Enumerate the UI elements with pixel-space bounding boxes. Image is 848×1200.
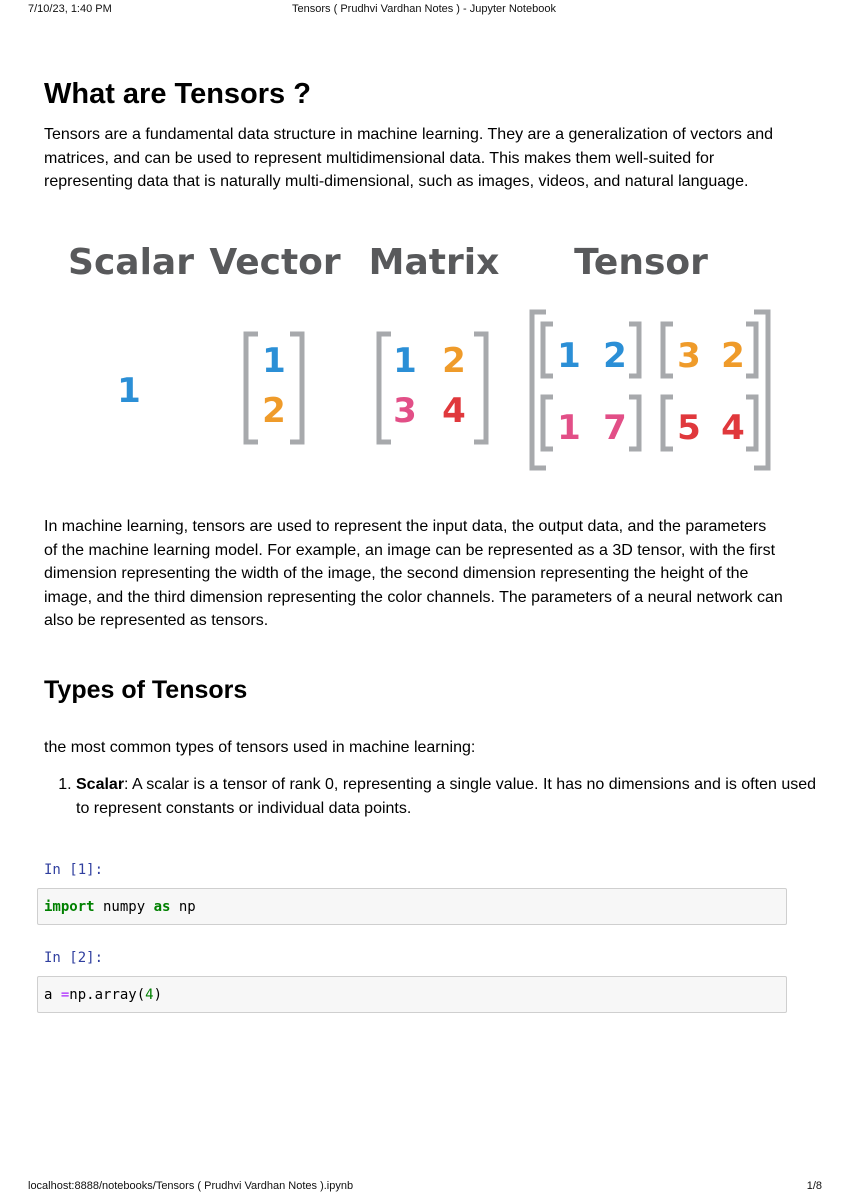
code-token: 4 (145, 987, 154, 1003)
tensor-inner-right-bracket (629, 321, 642, 379)
list-item-scalar: Scalar: A scalar is a tensor of rank 0, … (76, 773, 816, 820)
tensor-inner-left-bracket (540, 321, 553, 379)
code-token: np.array( (69, 987, 146, 1003)
types-intro: the most common types of tensors used in… (44, 739, 476, 756)
scalar-value: 1 (117, 371, 141, 411)
cell-1-prompt: In [1]: (44, 862, 104, 878)
code-token: np (170, 899, 196, 915)
tensor-value: 1 (557, 408, 581, 448)
tensor-outer-left-bracket (529, 309, 546, 471)
code-token: a (44, 987, 61, 1003)
tensor-value: 4 (721, 408, 745, 448)
cell-1-code[interactable]: import numpy as np (44, 898, 196, 916)
code-token: as (153, 899, 171, 915)
code-token: import (44, 899, 95, 915)
tensor-value: 3 (677, 336, 701, 376)
types-list: Scalar: A scalar is a tensor of rank 0, … (44, 773, 816, 820)
print-page-number: 1/8 (806, 1180, 822, 1192)
matrix-right-bracket (474, 331, 489, 445)
code-cell-1[interactable]: import numpy as np (37, 888, 787, 925)
code-cell-2[interactable]: a =np.array(4) (37, 976, 787, 1013)
print-datetime: 7/10/23, 1:40 PM (28, 3, 112, 15)
heading-types-of-tensors: Types of Tensors (44, 676, 248, 704)
intro-paragraph: Tensors are a fundamental data structure… (44, 126, 774, 190)
vector-right-bracket (290, 331, 305, 445)
code-token: ) (153, 987, 163, 1003)
heading-what-are-tensors: What are Tensors ? (44, 78, 311, 110)
tensor-inner-right-bracket (746, 394, 759, 452)
tensor-inner-left-bracket (660, 321, 673, 379)
vector-value: 1 (262, 341, 286, 381)
ml-paragraph: In machine learning, tensors are used to… (44, 518, 783, 629)
cell-2-prompt: In [2]: (44, 950, 104, 966)
tensor-inner-right-bracket (629, 394, 642, 452)
tensor-inner-left-bracket (540, 394, 553, 452)
print-footer: localhost:8888/notebooks/Tensors ( Prudh… (0, 1180, 848, 1194)
matrix-value: 1 (393, 341, 417, 381)
matrix-left-bracket (376, 331, 391, 445)
matrix-value: 4 (442, 391, 466, 431)
tensor-value: 1 (557, 336, 581, 376)
label-tensor: Tensor (574, 242, 708, 283)
label-matrix: Matrix (369, 242, 500, 283)
tensor-value: 5 (677, 408, 701, 448)
list-term: Scalar (76, 776, 125, 793)
cell-2-code[interactable]: a =np.array(4) (44, 986, 162, 1004)
matrix-value: 3 (393, 391, 417, 431)
print-url: localhost:8888/notebooks/Tensors ( Prudh… (28, 1180, 354, 1192)
tensor-value: 2 (603, 336, 627, 376)
list-description: : A scalar is a tensor of rank 0, repres… (76, 776, 817, 817)
tensor-outer-right-bracket (754, 309, 771, 471)
code-token: numpy (94, 899, 154, 915)
tensor-value: 7 (603, 408, 627, 448)
vector-left-bracket (243, 331, 258, 445)
tensor-inner-left-bracket (660, 394, 673, 452)
tensor-inner-right-bracket (746, 321, 759, 379)
tensor-value: 2 (721, 336, 745, 376)
label-vector: Vector (209, 242, 341, 283)
print-header: 7/10/23, 1:40 PM Tensors ( Prudhvi Vardh… (0, 3, 848, 17)
label-scalar: Scalar (68, 242, 194, 283)
vector-value: 2 (262, 391, 286, 431)
matrix-value: 2 (442, 341, 466, 381)
code-token: = (60, 987, 70, 1003)
print-page-title: Tensors ( Prudhvi Vardhan Notes ) - Jupy… (292, 3, 556, 15)
